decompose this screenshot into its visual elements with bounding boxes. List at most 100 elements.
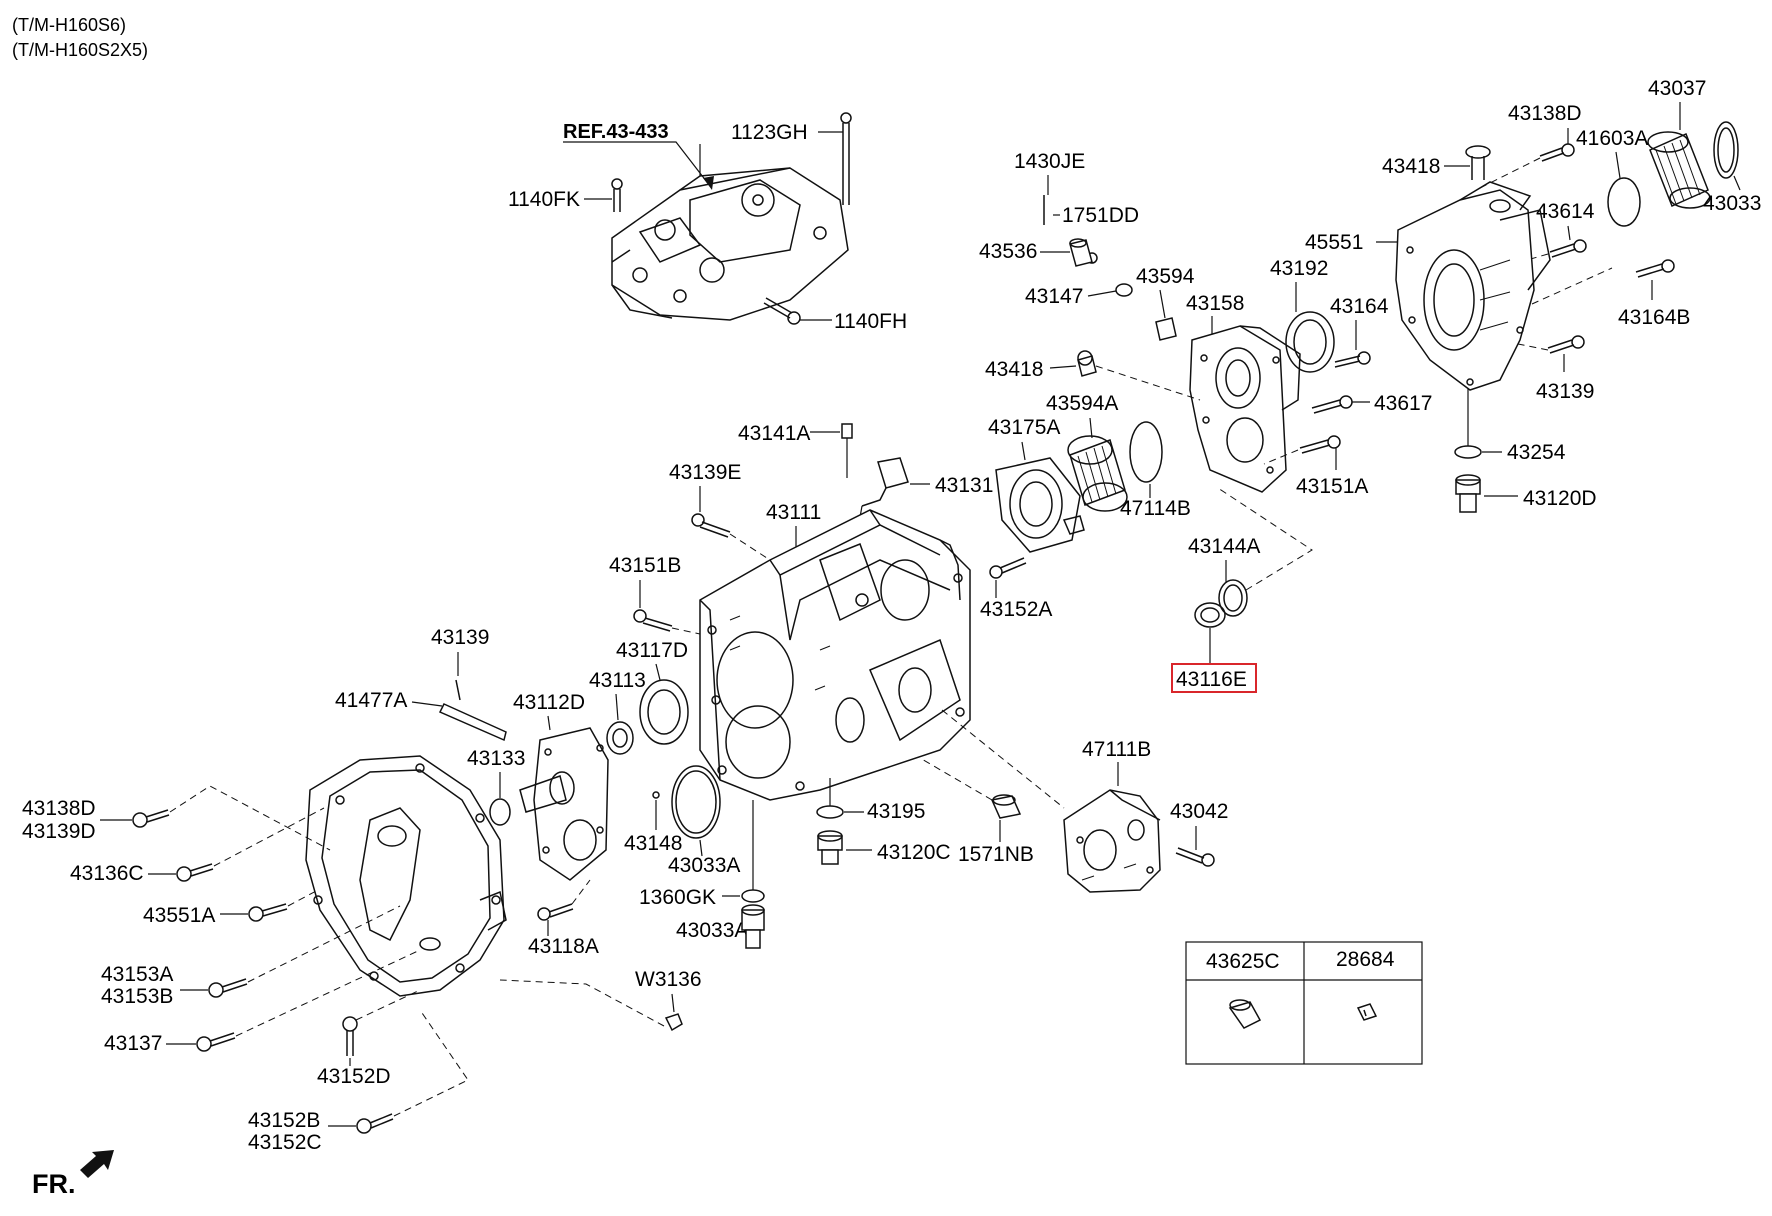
bolt-1140FK: [611, 178, 623, 212]
callout-43137: 43137: [104, 1032, 162, 1055]
callout-43111: 43111: [766, 501, 821, 524]
bearing-43037: [1647, 131, 1711, 209]
callout-43536: 43536: [979, 240, 1037, 263]
callout-43120C: 43120C: [877, 841, 951, 864]
shift-cover-assembly: [611, 144, 849, 321]
bearing-43594A: [1067, 435, 1128, 512]
callout-43164B: 43164B: [1618, 306, 1690, 329]
callout-43139E: 43139E: [669, 461, 741, 484]
drain-plug-43120C: [817, 830, 843, 865]
callout-1140FK: 1140FK: [508, 188, 580, 211]
callout-43195: 43195: [867, 800, 925, 823]
bolt-43138D: [1539, 143, 1575, 162]
seal-43116E: [1194, 602, 1226, 628]
callout-43139D: 43139D: [22, 820, 96, 843]
callout-1123GH: 1123GH: [731, 121, 808, 144]
nut-W3136: [664, 1013, 683, 1032]
oring-41603A: [1607, 177, 1641, 227]
bolt-43042: [1175, 847, 1215, 867]
bolt-43614: [1549, 239, 1587, 258]
breather-43418: [1465, 145, 1491, 180]
front-label: FR.: [32, 1169, 76, 1199]
bolt-43617: [1311, 395, 1353, 414]
bearing-retainer-43112D: [519, 727, 609, 881]
callout-43594A: 43594A: [1046, 392, 1118, 415]
callout-1360GK: 1360GK: [639, 886, 716, 909]
callout-43139-lower: 43139: [431, 626, 489, 649]
callout-43153A: 43153A: [101, 963, 173, 986]
bolt-1571NB: [990, 794, 1022, 819]
ref-arrowhead: [703, 176, 714, 190]
callout-43551A: 43551A: [143, 904, 215, 927]
callout-45551: 45551: [1305, 231, 1363, 254]
callout-43158: 43158: [1186, 292, 1244, 315]
callout-43138D-lower: 43138D: [22, 797, 96, 820]
callout-43113: 43113: [589, 669, 646, 692]
callout-43131: 43131: [935, 474, 993, 497]
callout-43148: 43148: [624, 832, 682, 855]
callout-41603A: 41603A: [1576, 127, 1648, 150]
gasket-1360GK: [741, 889, 765, 903]
callout-43152C: 43152C: [248, 1131, 322, 1154]
callout-43164: 43164: [1330, 295, 1389, 318]
sensor-43131: [861, 457, 909, 507]
sleeve-43594: [1155, 317, 1177, 341]
callout-43033: 43033: [1703, 192, 1761, 215]
callout-43594: 43594: [1136, 265, 1195, 288]
bolt-43151A: [1299, 435, 1341, 454]
callout-43141A: 43141A: [738, 422, 810, 445]
callout-43037: 43037: [1648, 77, 1706, 100]
callout-43152A: 43152A: [980, 598, 1052, 621]
front-arrow-icon: [80, 1150, 114, 1178]
callout-43418-upper: 43418: [985, 358, 1043, 381]
callout-43144A: 43144A: [1188, 535, 1260, 558]
oring-43147: [1115, 283, 1133, 297]
bolt-1140FH: [763, 297, 801, 325]
pin-43141A: [841, 423, 853, 439]
table-header-43625C: 43625C: [1206, 950, 1280, 973]
bolt-1123GH: [840, 112, 852, 205]
rear-cover-43158: [1189, 325, 1301, 493]
carrier-43175A: [995, 457, 1085, 553]
callout-43042: 43042: [1170, 800, 1228, 823]
callout-1571NB: 1571NB: [958, 843, 1034, 866]
bolt-43152D: [342, 1016, 358, 1056]
callout-43133: 43133: [467, 747, 525, 770]
oring-43033A: [671, 765, 721, 839]
highlight-box-43116E: [1171, 663, 1257, 693]
bolt-43152A: [989, 557, 1027, 579]
bolt-43138D-lower: [132, 809, 170, 828]
model-header-2: (T/M-H160S2X5): [12, 40, 148, 60]
oring-47114B: [1129, 421, 1163, 483]
bolt-43152B: [356, 1113, 394, 1134]
bushing-43113: [606, 721, 634, 755]
callout-43614: 43614: [1536, 200, 1595, 223]
callout-1430JE: 1430JE: [1014, 150, 1085, 173]
bolt-43139-upper: [1547, 335, 1585, 354]
bolt-43136C: [176, 863, 214, 882]
plug-43033A: [741, 904, 765, 949]
callout-43120D: 43120D: [1523, 487, 1597, 510]
bolt-43164B: [1635, 259, 1675, 278]
callout-43153B: 43153B: [101, 985, 173, 1008]
callout-43118A: 43118A: [528, 935, 599, 958]
callout-43151A: 43151A: [1296, 475, 1368, 498]
pin-43139: [455, 679, 461, 701]
bolt-43164: [1334, 351, 1371, 368]
callout-43151B: 43151B: [609, 554, 681, 577]
seal-43117D: [639, 679, 689, 745]
callout-1140FH: 1140FH: [834, 310, 907, 333]
pin-43148: [652, 791, 660, 799]
callout-43138D-upper: 43138D: [1508, 102, 1582, 125]
bolt-43153A: [208, 978, 248, 998]
callout-43152B: 43152B: [248, 1109, 320, 1132]
main-case-43111: [699, 509, 971, 801]
plug-43418: [1077, 350, 1097, 377]
bolt-43139E: [691, 513, 731, 538]
model-header-1: (T/M-H160S6): [12, 15, 126, 35]
ref-label: REF.43-433: [563, 121, 669, 143]
table-header-28684: 28684: [1336, 948, 1395, 971]
shim-43144A: [1218, 579, 1248, 617]
